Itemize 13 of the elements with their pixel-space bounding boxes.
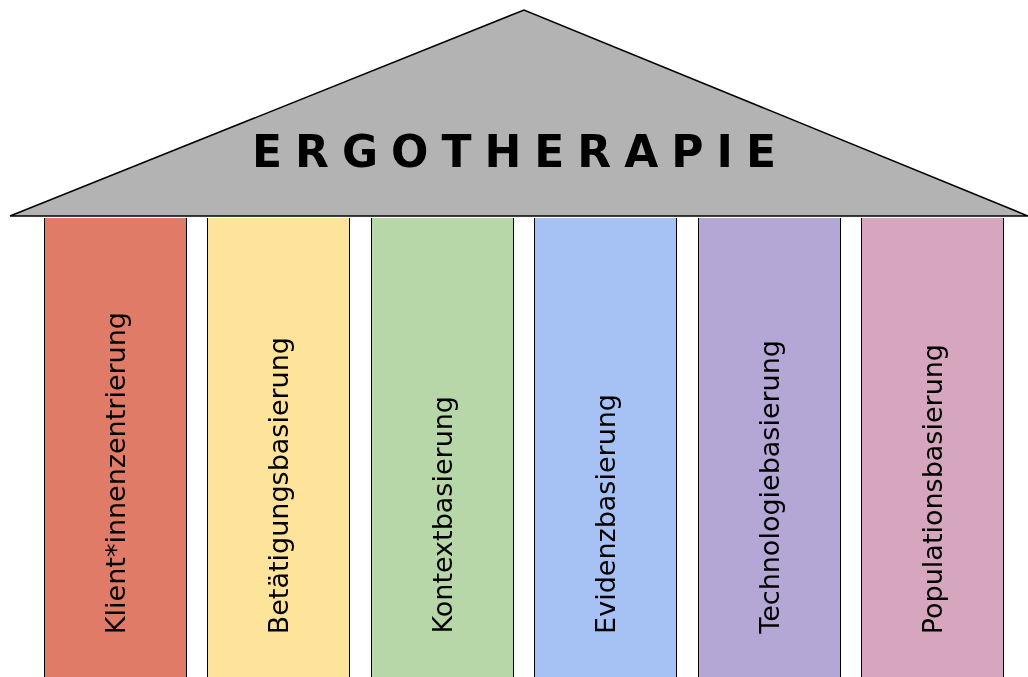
pillar — [698, 218, 841, 677]
pillar-label: Betätigungsbasierung — [263, 336, 294, 634]
pillar — [534, 218, 677, 677]
pillar — [44, 218, 187, 677]
roof-title: ERGOTHERAPIE — [251, 126, 789, 177]
pillar-label: Technologiebasierung — [754, 340, 785, 634]
pillar — [207, 218, 350, 677]
pillar — [371, 218, 514, 677]
pillar-label: Populationsbasierung — [917, 343, 948, 634]
pillar-label: Kontextbasierung — [427, 396, 458, 634]
pillar-label: Klient*innenzentrierung — [100, 311, 131, 634]
pillar — [861, 218, 1004, 677]
pillar-label: Evidenzbasierung — [590, 394, 621, 634]
